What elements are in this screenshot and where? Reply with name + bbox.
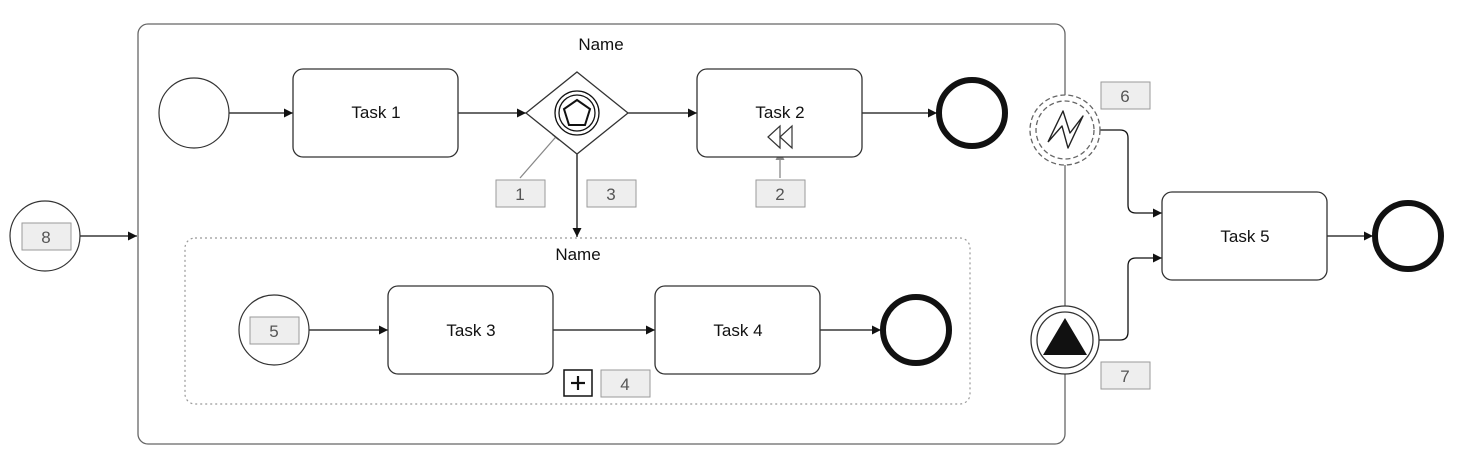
event-based-gateway-pentagon-icon xyxy=(554,90,600,136)
error-boundary-event[interactable] xyxy=(1029,94,1101,166)
task-2-label: Task 2 xyxy=(755,103,804,122)
task-3[interactable]: Task 3 xyxy=(387,285,554,375)
callout-3: 3 xyxy=(586,179,637,208)
svg-text:1: 1 xyxy=(515,185,524,204)
svg-text:2: 2 xyxy=(775,185,784,204)
task-2[interactable]: Task 2 xyxy=(696,68,863,158)
svg-text:8: 8 xyxy=(41,228,50,247)
end-event[interactable] xyxy=(936,77,1008,149)
inner-end-event[interactable] xyxy=(880,294,952,366)
start-event[interactable] xyxy=(158,77,230,149)
callout-4: 4 xyxy=(600,369,651,398)
task-4[interactable]: Task 4 xyxy=(654,285,821,375)
error-boundary-event-lightning-icon xyxy=(1047,110,1084,149)
final-end-event[interactable] xyxy=(1372,200,1444,272)
task-1[interactable]: Task 1 xyxy=(292,68,459,158)
task-3-label: Task 3 xyxy=(446,321,495,340)
svg-text:7: 7 xyxy=(1120,367,1129,386)
callout-6: 6 xyxy=(1100,81,1151,110)
svg-text:5: 5 xyxy=(269,322,278,341)
svg-text:6: 6 xyxy=(1120,87,1129,106)
callout-8: 8 xyxy=(21,222,72,251)
callout-1: 1 xyxy=(495,179,546,208)
event-gateway[interactable] xyxy=(524,71,630,155)
task-5[interactable]: Task 5 xyxy=(1161,191,1328,281)
signal-boundary-event[interactable] xyxy=(1030,305,1100,375)
svg-text:4: 4 xyxy=(620,375,629,394)
task-1-label: Task 1 xyxy=(351,103,400,122)
inner-subprocess[interactable]: Name xyxy=(184,237,971,405)
signal-boundary-event-triangle-icon xyxy=(1043,318,1087,355)
callout-2: 2 xyxy=(755,179,806,208)
sequence-flows xyxy=(80,108,1373,341)
flow-signal-boundary-to-task5[interactable] xyxy=(1098,253,1162,341)
compensation-marker-icon xyxy=(767,124,793,150)
task-4-label: Task 4 xyxy=(713,321,762,340)
outer-subprocess-title: Name xyxy=(578,35,623,54)
callout-5: 5 xyxy=(249,316,300,345)
plus-marker-icon[interactable] xyxy=(563,369,593,397)
task-5-label: Task 5 xyxy=(1220,227,1269,246)
flow-error-boundary-to-task5[interactable] xyxy=(1100,129,1162,218)
callout-7: 7 xyxy=(1100,361,1151,390)
inner-subprocess-title: Name xyxy=(555,245,600,264)
svg-text:3: 3 xyxy=(606,185,615,204)
